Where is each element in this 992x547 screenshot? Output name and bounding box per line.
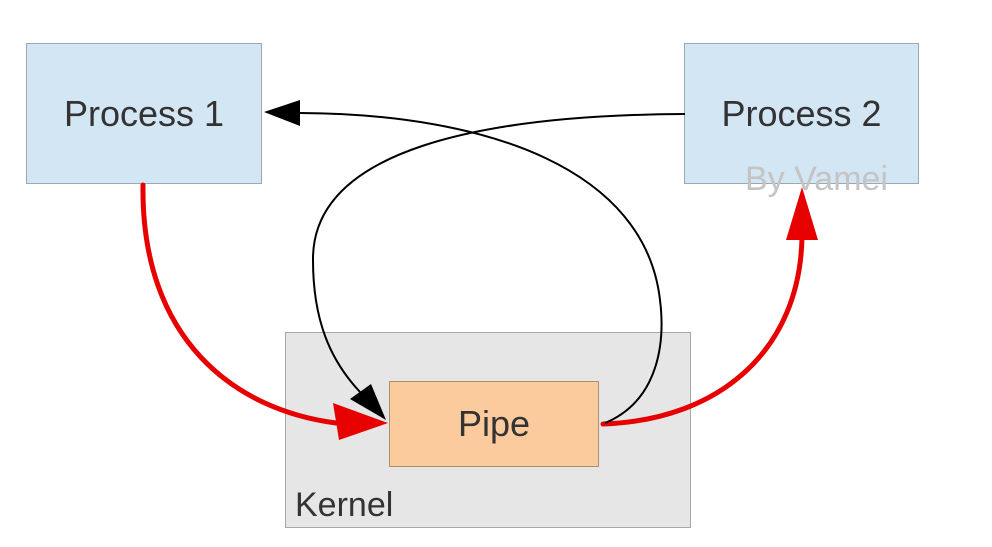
pipe-to-process-1-arrowhead [264,100,300,126]
watermark-text: By Vamei [745,160,888,198]
process-1-label: Process 1 [63,92,225,134]
process-2-label: Process 2 [721,92,882,134]
process-2-box: Process 2 [684,43,919,184]
pipe-label: Pipe [457,403,531,444]
pipe-box: Pipe [389,381,599,467]
kernel-label: Kernel [295,486,394,524]
process-1-box: Process 1 [26,43,262,184]
